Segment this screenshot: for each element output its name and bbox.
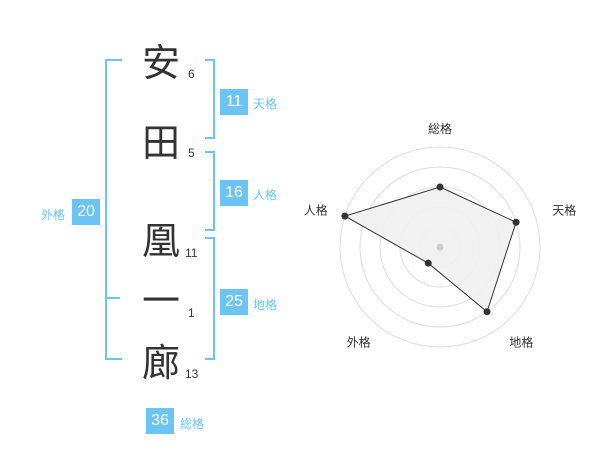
name-char-3: 凰 — [142, 219, 181, 263]
name-char-5: 廊 — [142, 341, 181, 385]
radar-area — [343, 186, 517, 313]
chikaku-badge: 25 — [220, 289, 248, 315]
radar-axis-label: 人格 — [304, 203, 328, 218]
radar-point — [512, 218, 520, 226]
radar-axis-label: 天格 — [552, 203, 576, 218]
stroke-count-5: 13 — [185, 367, 199, 381]
gaikaku-badge: 20 — [72, 199, 100, 225]
jinkaku-badge: 16 — [220, 180, 248, 206]
name-char-1: 安 — [142, 41, 181, 85]
radar-center-point — [436, 243, 444, 251]
radar-grid-ring — [339, 146, 541, 348]
stroke-count-1: 6 — [188, 67, 195, 81]
gaikaku-label: 外格 — [41, 208, 66, 222]
chikaku-label: 地格 — [253, 298, 278, 312]
radar-point — [483, 308, 491, 316]
radar-axis-label: 地格 — [509, 334, 533, 349]
radar-axis-label: 外格 — [347, 334, 371, 349]
stroke-count-2: 5 — [188, 146, 195, 160]
name-char-4: 一 — [142, 279, 181, 323]
radar-grid-ring — [359, 166, 521, 328]
soukaku-badge: 36 — [146, 408, 174, 434]
tenkaku-badge: 11 — [220, 89, 248, 115]
radar-point — [424, 259, 432, 267]
stroke-count-4: 1 — [188, 306, 195, 320]
tenkaku-label: 天格 — [253, 97, 278, 111]
jinkaku-label: 人格 — [253, 188, 278, 202]
radar-point — [341, 212, 349, 220]
name-char-2: 田 — [142, 121, 181, 165]
stroke-count-3: 11 — [185, 246, 198, 260]
radar-axis-label: 総格 — [428, 121, 452, 136]
soukaku-label: 総格 — [180, 417, 205, 431]
radar-point — [436, 183, 444, 191]
